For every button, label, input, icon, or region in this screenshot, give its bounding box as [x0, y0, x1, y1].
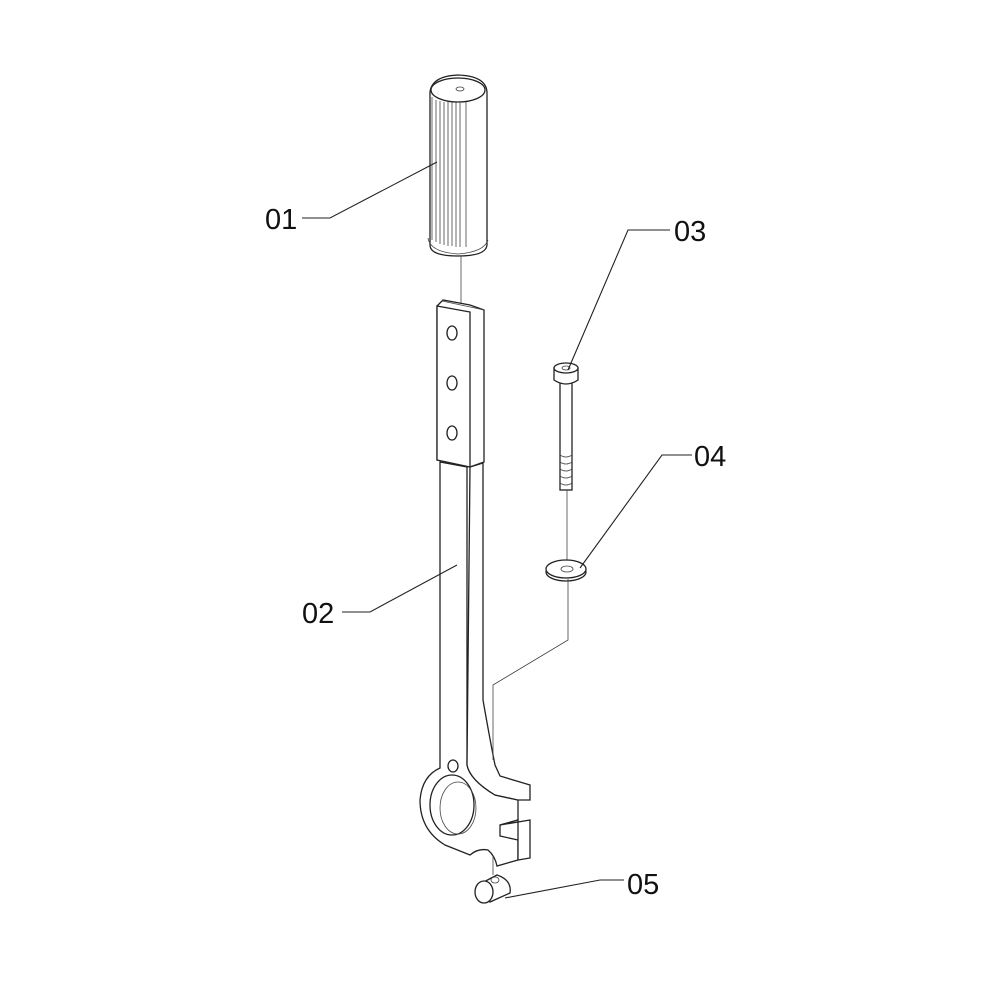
leader-line-03 [567, 229, 670, 371]
leader-line-02 [342, 564, 458, 613]
part-05-pin [474, 874, 511, 904]
callout-03: 03 [674, 216, 706, 248]
leader-line-04 [579, 454, 692, 569]
leader-line-05 [504, 879, 624, 899]
callout-02: 02 [302, 598, 334, 630]
callout-04: 04 [694, 441, 726, 473]
part-01-grip [427, 74, 489, 257]
part-02-lever-arm [419, 299, 531, 867]
callout-01: 01 [265, 204, 297, 236]
leader-line-01 [302, 161, 438, 219]
callout-05: 05 [627, 869, 659, 901]
part-04-washer [545, 559, 587, 582]
assembly-line-04-02 [492, 579, 569, 760]
part-03-bolt [553, 362, 579, 491]
